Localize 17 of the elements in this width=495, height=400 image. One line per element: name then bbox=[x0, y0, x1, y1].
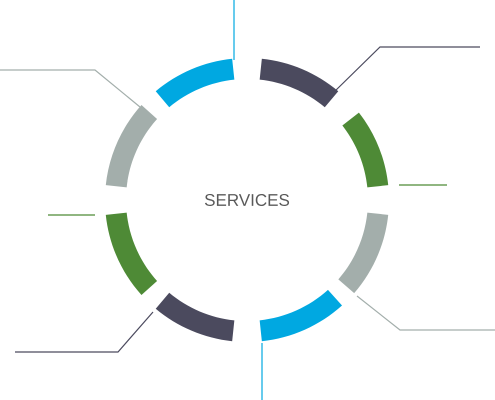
ring-segment bbox=[260, 290, 342, 342]
leader-line bbox=[15, 312, 154, 353]
ring-segment bbox=[156, 58, 234, 108]
ring-segment bbox=[106, 104, 158, 188]
leader-line bbox=[399, 184, 447, 186]
leader-line bbox=[233, 0, 235, 60]
leader-line bbox=[48, 214, 95, 216]
leader-line bbox=[356, 296, 495, 331]
ring-segment bbox=[106, 212, 158, 296]
ring-segment bbox=[156, 292, 234, 342]
leader-line bbox=[0, 69, 140, 108]
ring-segment bbox=[338, 212, 388, 294]
ring-segment bbox=[260, 58, 338, 108]
leader-line bbox=[332, 46, 480, 94]
center-label: SERVICES bbox=[204, 194, 290, 206]
ring-segment bbox=[342, 112, 388, 188]
leader-line bbox=[261, 343, 263, 400]
